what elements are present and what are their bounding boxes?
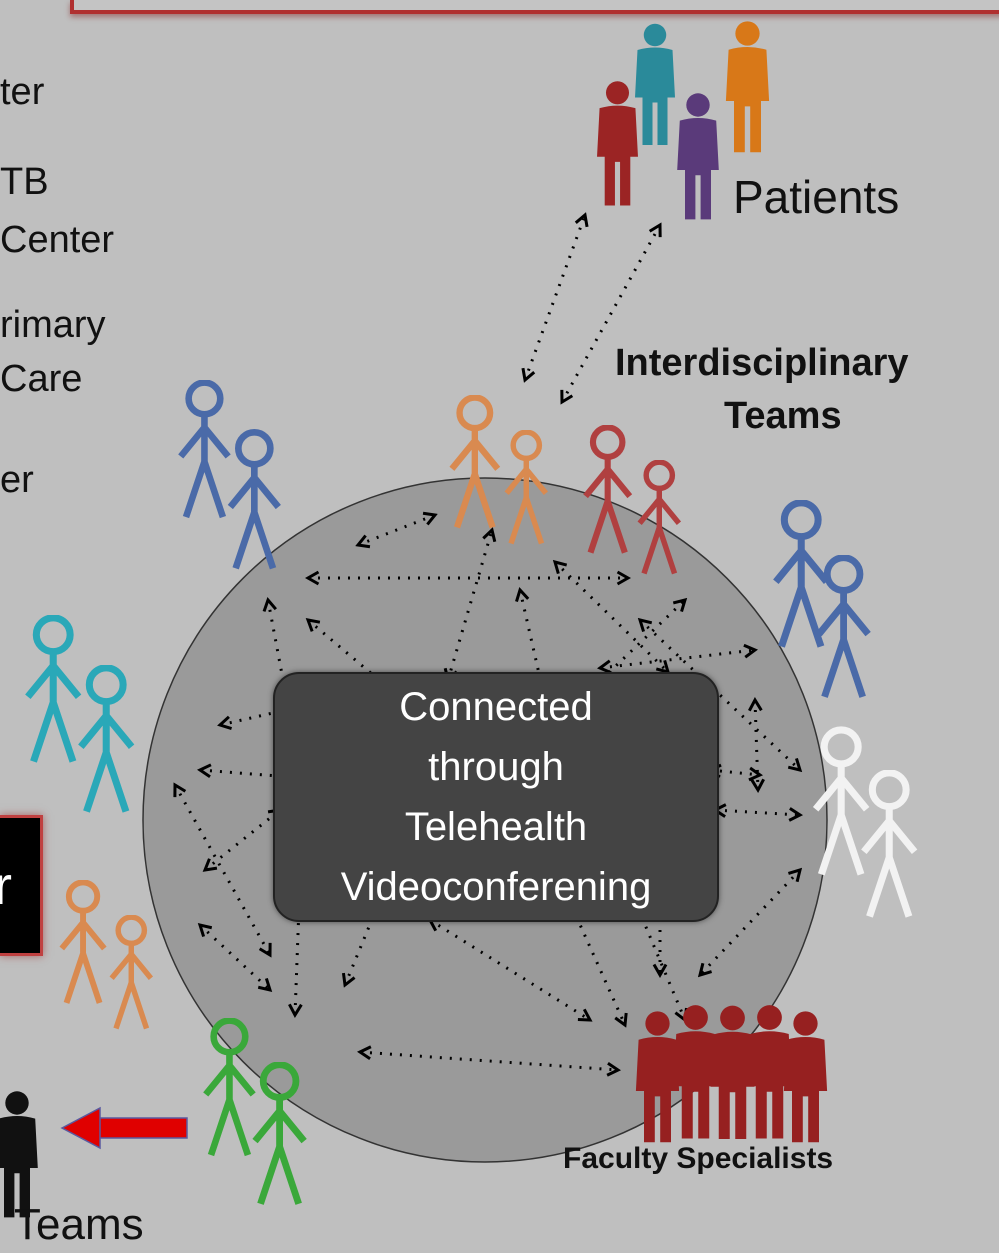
center-box-line-1: Connected	[399, 685, 593, 729]
team-cyan-left	[28, 618, 132, 812]
left-list-item-1: ter	[0, 71, 45, 113]
red-arrow-icon	[60, 1106, 188, 1150]
center-box-line-3: Telehealth	[404, 805, 588, 849]
left-list-item-3: Center	[0, 219, 115, 261]
left-list-item-6: er	[0, 459, 34, 501]
title-bar	[70, 0, 999, 14]
left-list-item-5: Care	[0, 358, 83, 400]
team-orange-left	[62, 882, 151, 1028]
team-white-right	[816, 730, 915, 917]
connection-arrows	[173, 212, 804, 1077]
faculty-specialists-label: Faculty Specialists	[563, 1142, 834, 1175]
person-black-icon	[0, 1091, 38, 1218]
black-box: r	[0, 815, 43, 956]
team-blue-top-left	[181, 383, 279, 569]
interdisciplinary-label: Interdisciplinary	[615, 342, 909, 384]
black-box-text: r	[0, 856, 12, 916]
left-list-item-4: rimary	[0, 304, 106, 346]
faculty-specialists-icon	[635, 1005, 828, 1143]
teams-label: Teams	[14, 1200, 144, 1249]
center-box: Connected through Telehealth Videoconfer…	[273, 672, 719, 922]
center-box-line-4: Videoconferening	[340, 865, 652, 909]
teams-label-bold: Teams	[724, 395, 842, 437]
center-box-line-2: through	[428, 745, 564, 789]
left-list-item-2: TB	[0, 161, 49, 203]
patients-label: Patients	[733, 171, 900, 223]
